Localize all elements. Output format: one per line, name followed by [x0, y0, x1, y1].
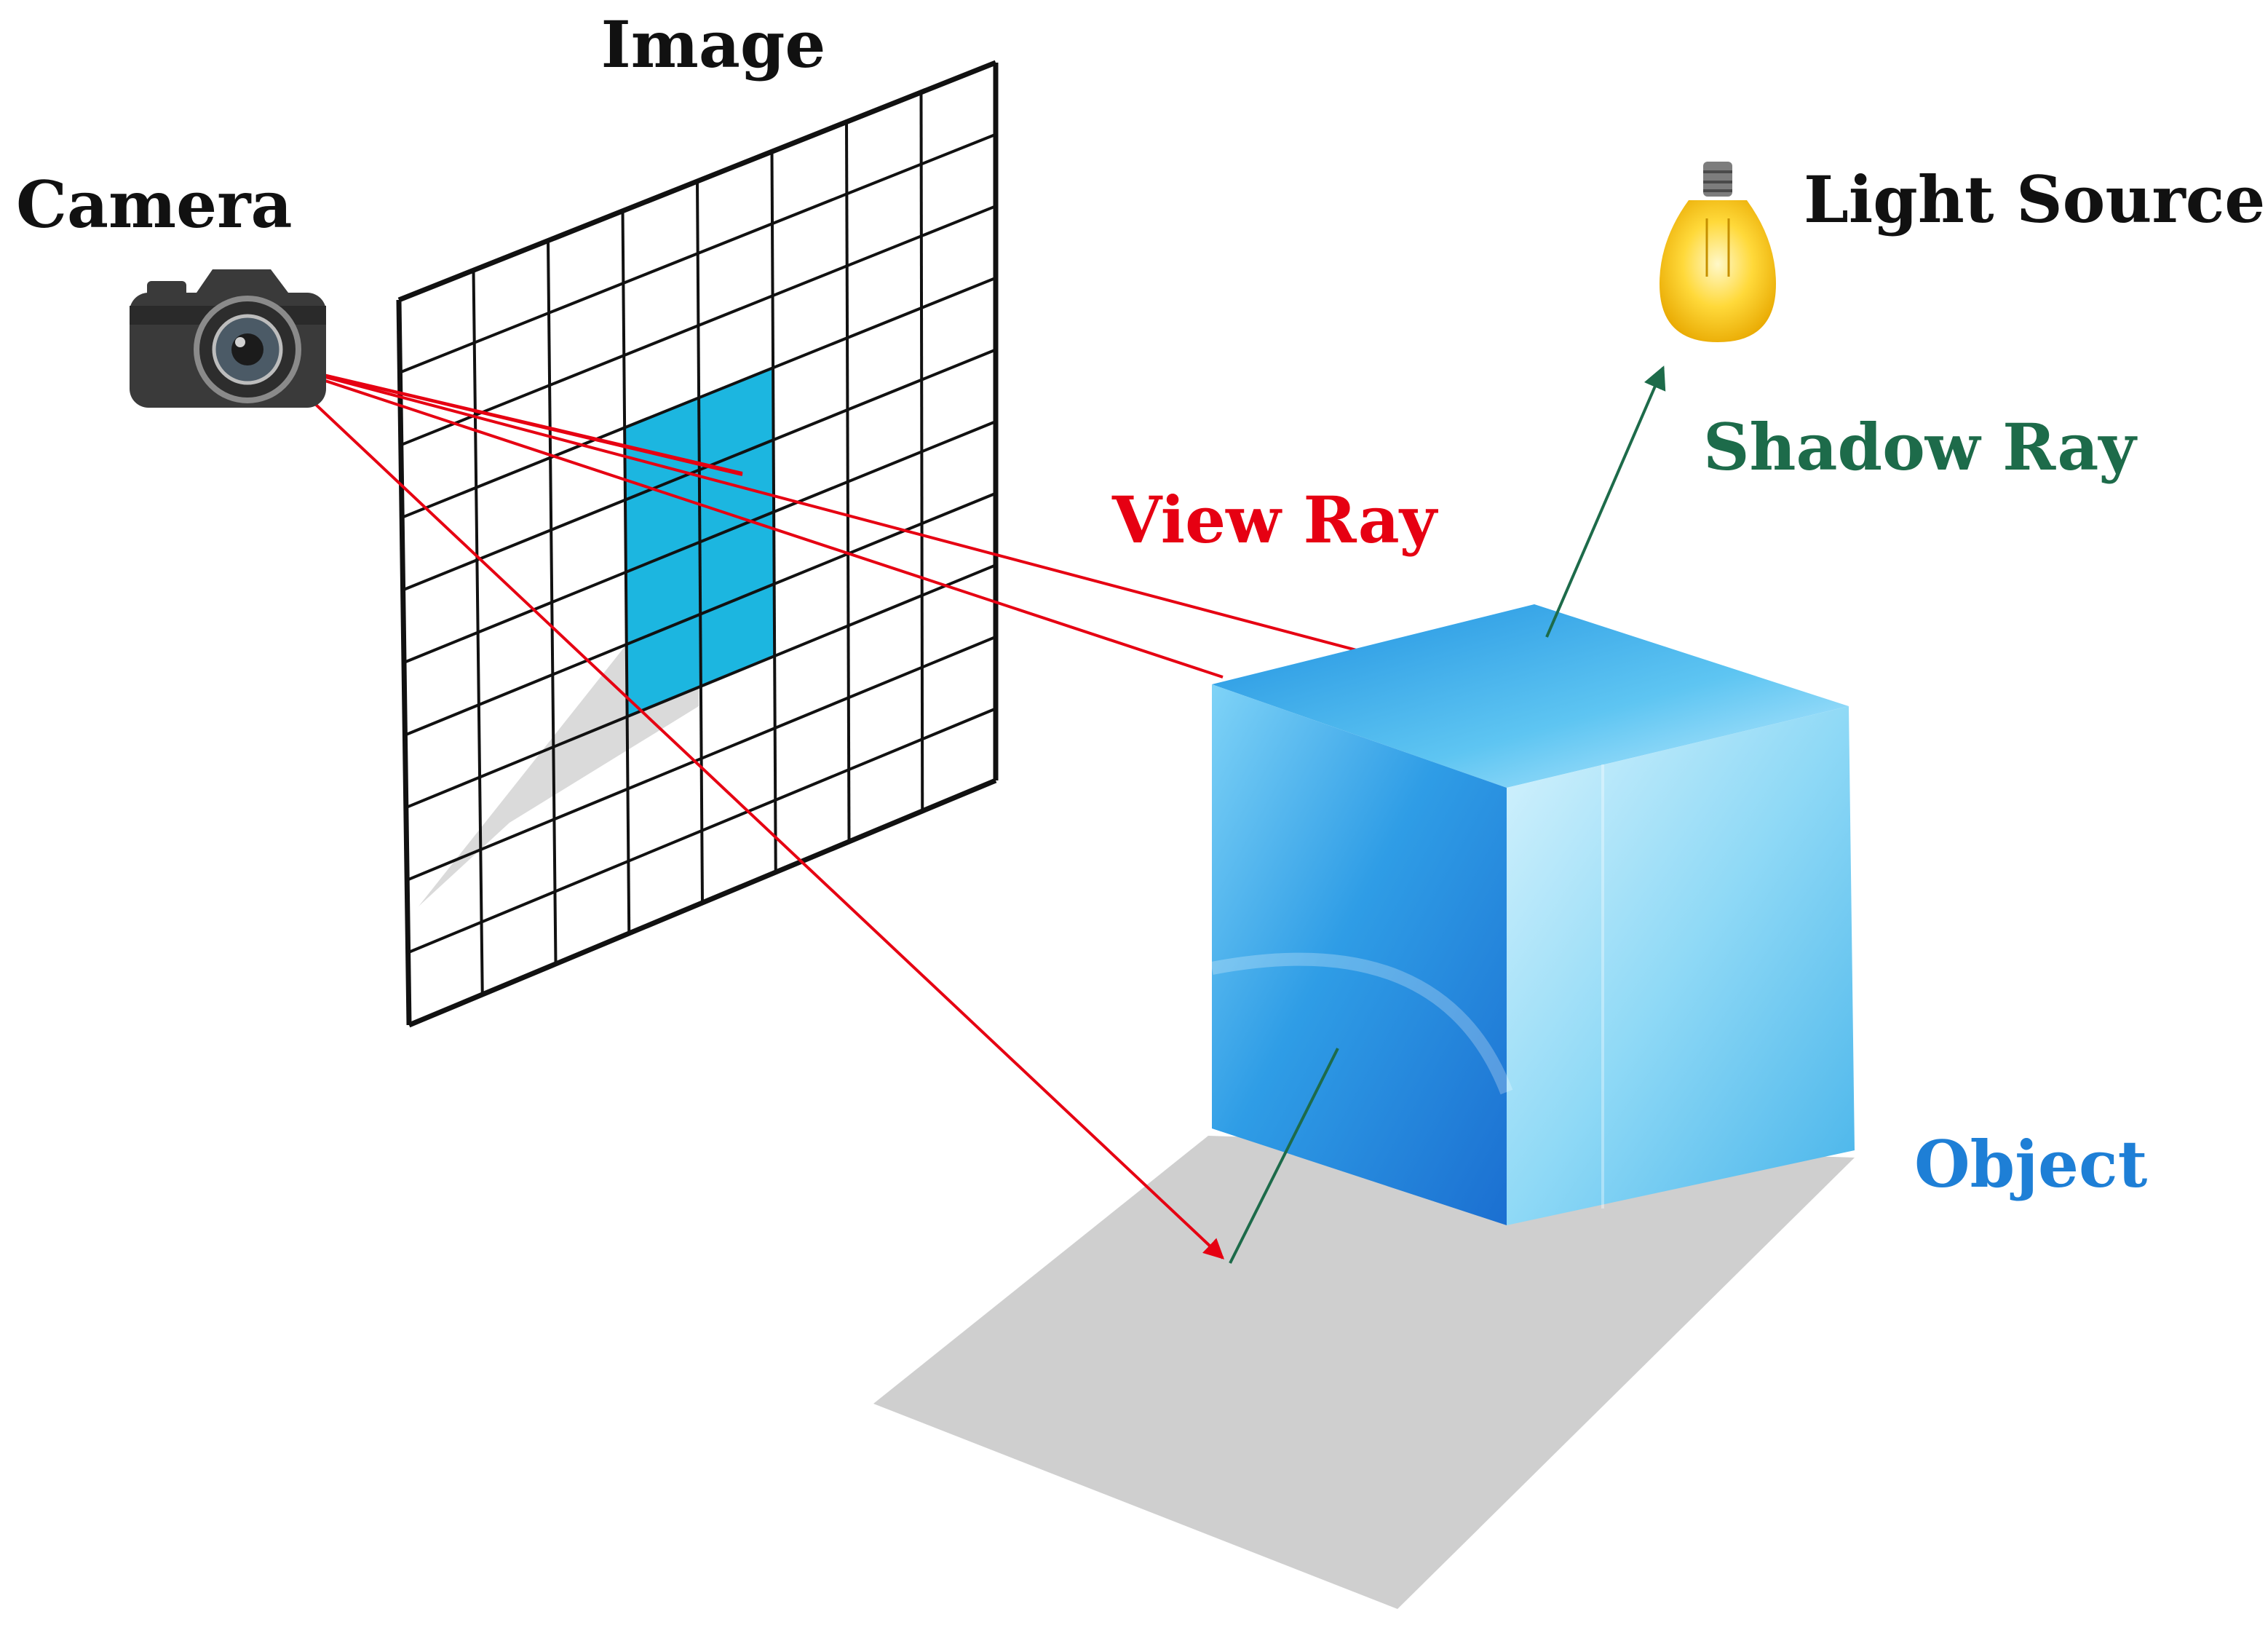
cube-top-face [1212, 604, 1849, 788]
object-label: Object [1914, 1126, 2148, 1202]
object-shadow [873, 1136, 1855, 1609]
view-rays [267, 360, 1365, 1260]
cube-right-face [1507, 706, 1855, 1225]
cube-object [1210, 604, 1855, 1225]
light-source-label: Light Source [1804, 162, 2265, 237]
image-plane-grid [396, 60, 999, 1028]
camera-label: Camera [16, 167, 293, 242]
shadow-rays [1229, 365, 1666, 1264]
grid-row-line [399, 133, 996, 374]
view-ray-arrow [274, 366, 1225, 1260]
shadow-ray-label: Shadow Ray [1703, 409, 2138, 485]
image-plane [396, 60, 999, 1028]
shadow-ray-down [1229, 1048, 1339, 1264]
view-ray-label: View Ray [1111, 482, 1439, 558]
light-bulb-icon [1660, 162, 1776, 342]
camera-icon [130, 269, 326, 408]
image-label: Image [601, 7, 826, 82]
grid-row-line [397, 60, 997, 303]
shadow-ray-up [1545, 365, 1666, 638]
cube-front-face [1212, 684, 1507, 1225]
